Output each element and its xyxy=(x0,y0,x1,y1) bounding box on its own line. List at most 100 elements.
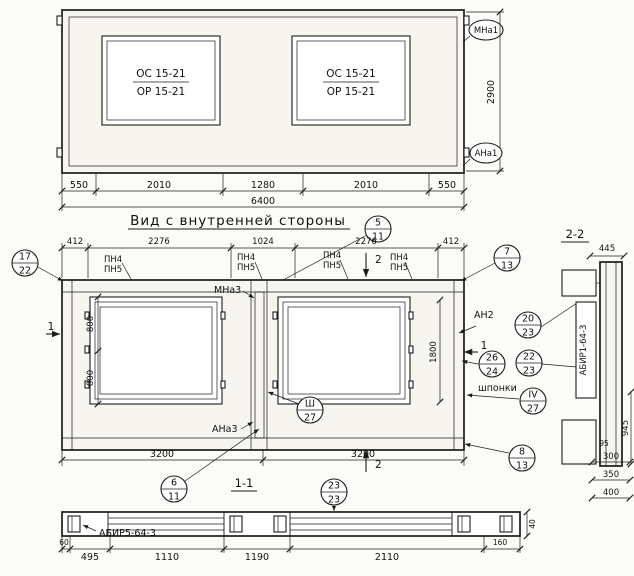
section-2-2-title: 2-2 xyxy=(561,227,589,243)
callout-bottom: 11 xyxy=(372,232,384,243)
dim-1110: 1110 xyxy=(155,552,179,563)
dim-400: 400 xyxy=(603,488,619,498)
section-1-1-view: 23 23 xyxy=(58,478,537,563)
shponki-label: шпонки xyxy=(478,383,517,394)
dim-1024: 1024 xyxy=(252,237,274,247)
window-mark-top: ОС 15-21 xyxy=(136,68,185,80)
dim-400-group: 400 xyxy=(588,488,634,502)
callout-top: IV xyxy=(528,390,538,401)
dim-945: 945 xyxy=(621,420,631,436)
dim-412-left: 412 xyxy=(67,237,83,247)
callout-top: 26 xyxy=(486,353,498,364)
pn4-label: ПН4 xyxy=(390,253,408,263)
section-2-2: 2-2 445 АБИР1-64-3 300 xyxy=(561,227,634,502)
anchor-marker-label: МНа1 xyxy=(474,26,498,36)
callout-top: 7 xyxy=(504,247,510,258)
callout-bottom: 23 xyxy=(523,366,535,377)
callout-top: 20 xyxy=(522,314,534,325)
section-2-number: 2 xyxy=(375,254,382,266)
dim-95: 95 xyxy=(599,439,609,448)
dim-1280: 1280 xyxy=(251,180,275,191)
anchor-marker-label: АНа1 xyxy=(475,149,498,159)
dim-945-group: 945 xyxy=(621,388,634,468)
dim-800-top: 800 xyxy=(86,316,96,332)
dim-row-strip: 60 495 1110 1190 2110 160 xyxy=(58,536,524,563)
dim-40: 40 xyxy=(528,519,537,529)
pn4-label: ПН4 xyxy=(237,253,255,263)
window-mark-top: ОС 15-21 xyxy=(326,68,375,80)
ana3-label: АНа3 xyxy=(212,424,238,435)
callout-bottom: 13 xyxy=(501,261,513,272)
dim-495: 495 xyxy=(81,552,99,563)
view-title-text: Вид с внутренней стороны xyxy=(130,213,346,229)
callout-top: 6 xyxy=(171,478,177,489)
pn-labels: ПН4 ПН5 ПН4 ПН5 ПН4 ПН5 ПН4 ПН5 xyxy=(104,251,413,280)
dim-300: 300 xyxy=(603,452,619,462)
dim-60: 60 xyxy=(59,538,69,547)
an2-label: АН2 xyxy=(474,310,494,321)
callout-bottom: 23 xyxy=(522,328,534,339)
window-mark-bottom: ОР 15-21 xyxy=(137,86,185,98)
dim-550-right: 550 xyxy=(438,180,456,191)
dim-800-column: 800 800 xyxy=(86,293,102,408)
pn5-label: ПН5 xyxy=(104,265,122,275)
shponki-label-group: шпонки xyxy=(478,383,517,394)
section-2-marker-top: 2 xyxy=(362,253,382,277)
callout-top: 8 xyxy=(519,447,525,458)
dim-2276-left: 2276 xyxy=(148,237,170,247)
section-1-1-title: 1-1 xyxy=(231,476,257,492)
dim-3200-right: 3200 xyxy=(351,449,375,460)
section-1-1-label: 1-1 xyxy=(235,476,254,490)
callout-balloon-5-11: 5 11 xyxy=(271,215,392,287)
dim-3200-left: 3200 xyxy=(150,449,174,460)
anchor-marker-bottom: АНа1 xyxy=(462,142,503,167)
dim-2110: 2110 xyxy=(375,552,399,563)
pn4-label: ПН4 xyxy=(104,255,122,265)
dim-800-bottom: 800 xyxy=(86,370,96,386)
inner-window-1 xyxy=(84,296,226,405)
inner-elevation: 412 2276 1024 2276 412 ПН4 ПН5 ПН4 ПН5 П… xyxy=(11,237,589,503)
dim-1190: 1190 xyxy=(245,552,269,563)
mna3-label: МНа3 xyxy=(214,285,241,296)
inner-window-2 xyxy=(272,296,414,405)
profile-mark-vertical: АБИР1-64-3 xyxy=(579,325,589,376)
profile-mark-horizontal: АБИР5-64-3 xyxy=(99,528,156,539)
section-2-marker-bottom: 2 xyxy=(362,450,382,472)
callout-balloon-22-23: 22 23 xyxy=(515,349,589,377)
dim-2276-right: 2276 xyxy=(355,237,377,247)
pn5-label: ПН5 xyxy=(323,261,341,271)
callout-balloon-20-23: 20 23 xyxy=(514,302,578,339)
callout-bottom: 13 xyxy=(516,461,528,472)
dim-445-group: 445 xyxy=(586,244,628,260)
profile-label-group: АБИР5-64-3 xyxy=(82,524,156,539)
callout-balloon-4-27: IV 27 xyxy=(466,387,547,415)
window-opening-1: ОС 15-21 ОР 15-21 xyxy=(101,35,221,126)
dim-350: 350 xyxy=(603,470,619,480)
pn4-label: ПН4 xyxy=(323,251,341,261)
dim-160: 160 xyxy=(493,538,508,547)
profile-channel-vertical: АБИР1-64-3 xyxy=(575,301,597,399)
channel-profiles xyxy=(67,515,513,533)
dim-445: 445 xyxy=(599,244,615,254)
callout-bottom: 27 xyxy=(527,404,539,415)
height-dimension: 2900 xyxy=(466,8,504,175)
window-opening-2: ОС 15-21 ОР 15-21 xyxy=(291,35,411,126)
dim-1800: 1800 xyxy=(429,341,439,363)
callout-balloon-17-22: 17 22 xyxy=(11,249,64,282)
dim-2900: 2900 xyxy=(486,80,497,104)
callout-top: Ш xyxy=(305,399,315,410)
dim-row-inner-bottom: 3200 3200 xyxy=(58,449,468,466)
callout-top: 23 xyxy=(328,481,340,492)
center-mullion xyxy=(250,280,268,450)
section-2-2-label: 2-2 xyxy=(566,227,585,241)
callout-bottom: 11 xyxy=(168,492,180,503)
callout-top: 5 xyxy=(375,218,381,229)
callout-bottom: 23 xyxy=(328,495,340,506)
section-1-number: 1 xyxy=(48,321,55,333)
dim-row-total: 6400 xyxy=(58,196,468,211)
section-2-number: 2 xyxy=(375,459,382,471)
callout-balloon-6-11: 6 11 xyxy=(160,428,260,503)
dim-412-right: 412 xyxy=(443,237,459,247)
